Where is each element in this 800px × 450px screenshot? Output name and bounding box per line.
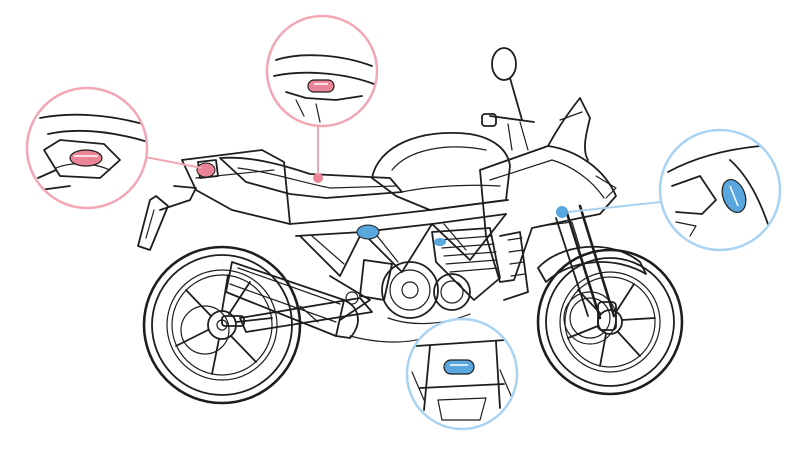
rear-wheel [142, 245, 302, 405]
leader-lines [144, 126, 662, 213]
mirror-and-handlebar [481, 47, 535, 151]
fuel-tank [371, 132, 511, 211]
fairing-callout[interactable] [658, 128, 782, 252]
trellis-frame [289, 199, 509, 321]
fairing-marker-dot[interactable] [556, 206, 568, 218]
seat [219, 156, 403, 199]
engine-bottom-callout[interactable] [405, 317, 519, 431]
tail-light-callout[interactable] [25, 86, 150, 210]
swingarm [239, 297, 373, 333]
marker-dots [196, 162, 568, 246]
frame-marker[interactable] [356, 224, 380, 240]
engine-marker[interactable] [434, 238, 446, 246]
front-wheel [536, 248, 684, 396]
seat-marker-dot[interactable] [313, 173, 323, 183]
tail-section [137, 149, 291, 251]
engine [359, 227, 529, 325]
front-fairing [479, 97, 617, 283]
tail-light-marker[interactable] [196, 162, 216, 178]
seat-latch-callout[interactable] [265, 14, 379, 128]
front-fork [537, 204, 647, 320]
